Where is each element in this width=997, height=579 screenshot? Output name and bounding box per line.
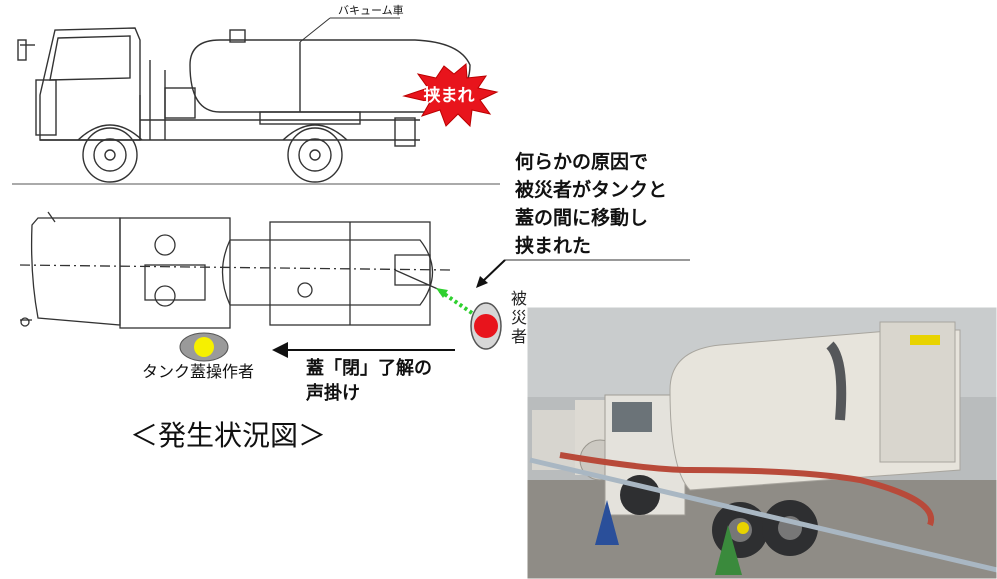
accident-site-photo [527,307,997,579]
explanation-line-2: 被災者がタンクと [515,178,667,201]
explanation-pointer-head [476,276,488,288]
explanation-pointer [481,259,506,283]
victim-label: 被 災 者 [509,289,529,346]
operator-label: タンク蓋操作者 [142,362,254,381]
victim-label-char-2: 災 [510,308,527,327]
pinch-burst-label: 挟まれ [424,85,475,106]
victim-path-arrowhead [436,288,448,298]
victim-label-char-1: 被 [510,289,527,308]
top-view-truck [19,211,451,329]
explanation-line-1: 何らかの原因で [515,150,648,173]
truck-label: バキューム車 [338,3,404,17]
victim-marker-dot [474,314,498,338]
call-arrowhead [272,342,288,358]
side-view-truck [17,27,471,183]
explanation-line-3: 蓋の間に移動し [515,206,648,229]
victim-label-char-3: 者 [510,327,527,346]
explanation-line-4: 挟まれた [515,235,591,257]
victim-path-arrow [438,289,474,315]
diagram-caption: ＜発生状況図＞ [130,419,326,452]
truck-label-leader [299,17,331,43]
operator-marker-dot [194,337,214,357]
call-line-2: 声掛け [305,382,360,404]
call-line-1: 蓋「閉」了解の [306,357,432,379]
photo-frame [526,306,997,579]
pinch-burst-shape [402,62,499,128]
